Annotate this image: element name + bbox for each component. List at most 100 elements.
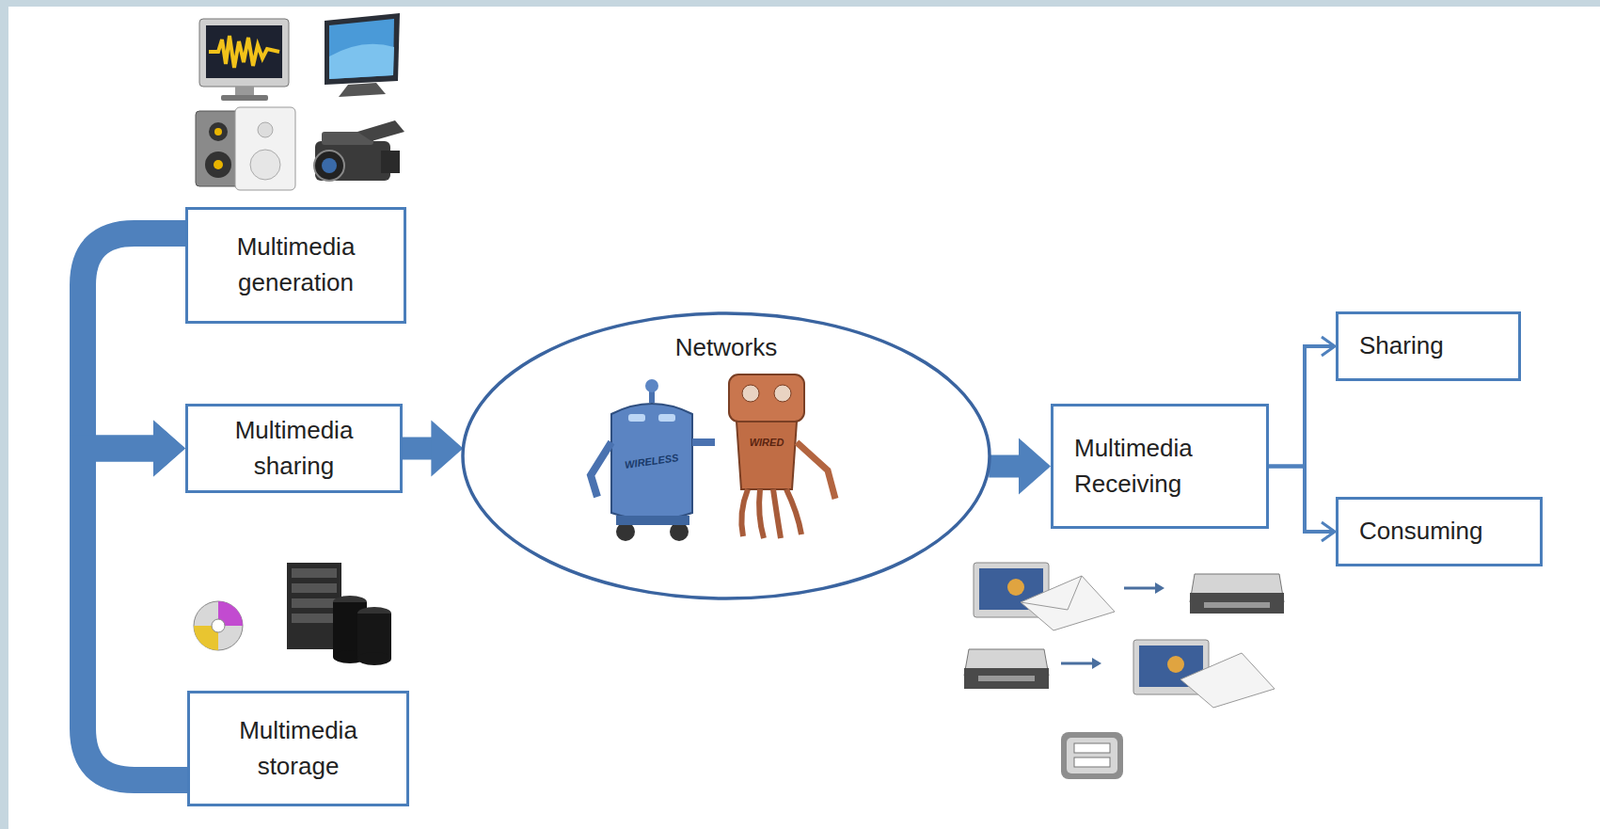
process-box: Multimedia Receiving bbox=[1050, 403, 1269, 529]
monitor-mail-icon bbox=[1203, 601, 1270, 608]
output-box: Sharing bbox=[1335, 311, 1521, 381]
monitor-icon bbox=[329, 18, 395, 80]
cd-icon bbox=[193, 601, 243, 650]
flow-arrow bbox=[1018, 438, 1051, 495]
speaker-icon bbox=[208, 122, 228, 142]
wireless-robot bbox=[616, 515, 690, 525]
camera-icon bbox=[380, 150, 400, 174]
process-box: Multimedia sharing bbox=[185, 403, 403, 493]
node-text: Networks bbox=[460, 330, 992, 366]
server-icon bbox=[357, 651, 392, 666]
monitor-mail-icon bbox=[1007, 578, 1025, 596]
wired-robot bbox=[741, 489, 802, 539]
monitor-icon bbox=[235, 86, 254, 96]
drive-icon bbox=[1074, 757, 1110, 767]
monitor-icon bbox=[208, 35, 280, 68]
flow-arrow bbox=[82, 233, 186, 449]
wireless-robot bbox=[611, 403, 693, 521]
node-text: Sharing bbox=[1338, 328, 1519, 365]
printer-monitor-icon bbox=[1167, 655, 1185, 673]
flow-arrow bbox=[988, 455, 1021, 478]
printer-monitor-icon bbox=[1180, 652, 1275, 708]
monitor-mail-icon bbox=[1020, 575, 1082, 610]
flow-arrow bbox=[1321, 336, 1335, 356]
wireless-robot bbox=[590, 379, 715, 541]
flow-arrow bbox=[1321, 522, 1335, 541]
process-box: Multimedia storage bbox=[187, 690, 410, 807]
speaker-icon bbox=[235, 107, 296, 191]
printer-monitor-icon bbox=[978, 675, 1035, 682]
drive-icon bbox=[1061, 731, 1124, 779]
monitor-icon bbox=[324, 13, 400, 97]
node-text: Multimedia storage bbox=[190, 712, 407, 784]
robot-label: WIRELESS bbox=[624, 451, 681, 471]
monitor-icon bbox=[199, 18, 289, 87]
process-box: Multimedia generation bbox=[185, 206, 407, 324]
monitor-mail-icon bbox=[1155, 582, 1165, 594]
speaker-icon bbox=[195, 110, 241, 187]
drive-icon bbox=[1061, 731, 1124, 779]
flow-arrow bbox=[1268, 466, 1334, 533]
speaker-icon bbox=[195, 107, 296, 191]
cd-icon bbox=[193, 601, 243, 650]
flow-arrow bbox=[82, 448, 188, 781]
monitor-icon bbox=[205, 25, 283, 79]
server-icon bbox=[291, 568, 337, 578]
drive-icon bbox=[1066, 737, 1118, 774]
printer-monitor-icon bbox=[1092, 657, 1102, 669]
flow-arrow bbox=[430, 420, 463, 477]
wireless-robot bbox=[645, 379, 659, 393]
node-text: Consuming bbox=[1338, 513, 1540, 550]
network-ellipse: Networks bbox=[460, 311, 992, 601]
wired-robot bbox=[742, 384, 760, 402]
server-icon bbox=[291, 613, 337, 623]
wireless-robot bbox=[692, 438, 715, 446]
wired-robot bbox=[774, 384, 792, 402]
monitor-icon bbox=[324, 13, 400, 85]
camera-icon bbox=[315, 141, 391, 181]
wireless-robot bbox=[628, 413, 646, 422]
flow-arrow bbox=[153, 420, 186, 477]
flow-arrow bbox=[402, 437, 433, 460]
frame-band bbox=[0, 0, 1600, 7]
speaker-icon bbox=[205, 151, 232, 178]
node-text: Multimedia generation bbox=[188, 229, 404, 301]
frame-band bbox=[0, 0, 9, 829]
speaker-icon bbox=[213, 159, 223, 170]
monitor-mail-icon bbox=[1189, 592, 1284, 614]
wireless-robot bbox=[590, 442, 612, 497]
wired-robot bbox=[728, 374, 836, 539]
camera-icon bbox=[314, 150, 345, 181]
monitor-icon bbox=[329, 44, 395, 80]
cd-icon bbox=[211, 618, 225, 633]
wired-robot bbox=[736, 421, 797, 490]
wired-robot bbox=[796, 442, 836, 499]
printer-monitor-icon bbox=[964, 667, 1049, 689]
wireless-robot bbox=[658, 413, 676, 422]
node-text: Multimedia Receiving bbox=[1053, 430, 1267, 502]
server-icon bbox=[291, 583, 337, 593]
server-icon bbox=[357, 613, 392, 659]
speaker-icon bbox=[214, 127, 222, 136]
monitor-icon bbox=[221, 95, 269, 101]
robot-label: WIRED bbox=[749, 436, 785, 448]
output-box: Consuming bbox=[1335, 496, 1543, 567]
server-icon bbox=[291, 598, 337, 608]
speaker-icon bbox=[257, 122, 273, 138]
server-icon bbox=[286, 562, 392, 666]
node-text: Multimedia sharing bbox=[188, 412, 400, 484]
camera-icon bbox=[314, 120, 405, 181]
flow-arrow bbox=[153, 420, 186, 477]
camera-icon bbox=[357, 120, 405, 142]
monitor-mail-icon bbox=[1020, 575, 1115, 631]
monitor-mail-icon bbox=[973, 562, 1284, 631]
monitor-icon bbox=[338, 82, 386, 97]
monitor-icon bbox=[199, 18, 289, 101]
camera-icon bbox=[321, 158, 337, 174]
flow-arrow bbox=[1268, 346, 1334, 467]
drive-icon bbox=[1074, 743, 1110, 753]
wired-robot bbox=[728, 374, 805, 422]
printer-monitor-icon bbox=[964, 639, 1275, 708]
speaker-icon bbox=[250, 149, 281, 180]
